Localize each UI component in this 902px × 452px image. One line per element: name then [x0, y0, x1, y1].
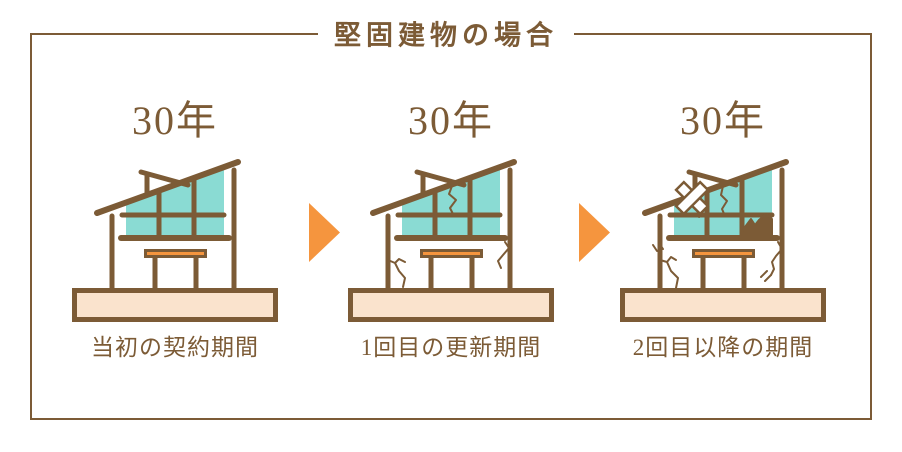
stage-label: 2回目以降の期間	[632, 335, 814, 360]
arrow-right-icon	[309, 203, 340, 262]
arrow-right-icon	[579, 203, 610, 262]
house-damaged-icon	[618, 148, 828, 323]
stage-label: 当初の契約期間	[91, 335, 259, 360]
diagram-title: 堅固建物の場合	[318, 13, 574, 53]
crossed-boards-icon	[674, 180, 710, 216]
stage-first-renewal: 30年 1回目の更新期間	[331, 98, 571, 361]
stage-initial: 30年 当初の契約期間	[55, 98, 295, 361]
stage-years: 30年	[132, 98, 218, 143]
stage-years: 30年	[408, 98, 494, 143]
house-intact-icon	[70, 148, 280, 323]
stage-later-renewals: 30年 2回目以降の期間	[603, 98, 843, 361]
stage-label: 1回目の更新期間	[360, 335, 542, 360]
stage-years: 30年	[680, 98, 766, 143]
house-cracked-icon	[346, 148, 556, 323]
